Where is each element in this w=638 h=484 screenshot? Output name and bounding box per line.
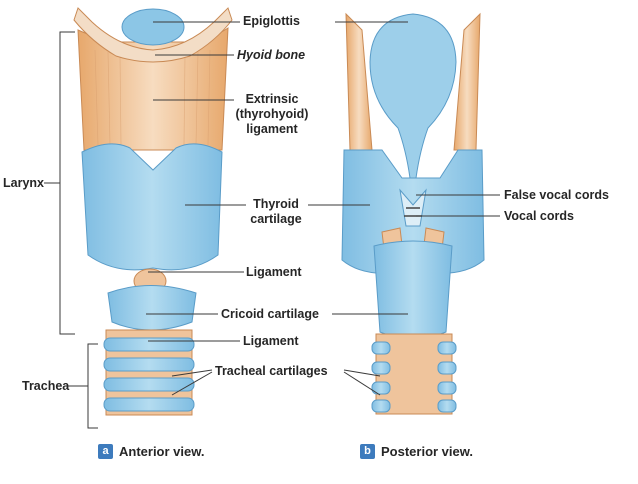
label-ligament-lower: Ligament — [243, 334, 299, 348]
label-vocal-cords: Vocal cords — [504, 209, 574, 223]
larynx-bracket — [59, 31, 75, 335]
label-false-vocal-cords: False vocal cords — [504, 188, 609, 202]
caption-anterior: a Anterior view. — [98, 444, 204, 459]
anterior-cricoid-cartilage — [107, 285, 197, 331]
posterior-view — [341, 12, 485, 415]
posterior-cricoid-cartilage — [373, 240, 453, 340]
trachea-bracket — [87, 343, 98, 429]
posterior-tracheal-cartilages — [371, 341, 457, 413]
anterior-hyoid-bone — [73, 7, 233, 63]
label-ligament-upper: Ligament — [246, 265, 302, 279]
label-trachea: Trachea — [22, 379, 70, 393]
label-extrinsic-line3: ligament — [246, 122, 298, 136]
label-tracheal-cartilages: Tracheal cartilages — [215, 364, 328, 378]
label-thyroid-line2: cartilage — [250, 212, 302, 226]
label-epiglottis: Epiglottis — [243, 14, 300, 28]
leader-lines — [146, 21, 500, 396]
label-extrinsic-ligament: Extrinsic (thyrohyoid) ligament — [230, 92, 314, 137]
caption-posterior-text: Posterior view. — [381, 444, 473, 459]
caption-posterior: b Posterior view. — [360, 444, 473, 459]
label-hyoid-bone: Hyoid bone — [237, 48, 306, 62]
label-cricoid-cartilage: Cricoid cartilage — [221, 307, 319, 321]
anterior-thyroid-cartilage — [81, 143, 223, 271]
label-thyroid-cartilage: Thyroid cartilage — [244, 197, 308, 227]
label-extrinsic-line1: Extrinsic — [245, 92, 299, 106]
label-larynx: Larynx — [3, 176, 44, 190]
label-thyroid-line1: Thyroid — [253, 197, 299, 211]
posterior-epiglottis — [369, 13, 457, 179]
posterior-thyrohyoid-membrane — [345, 12, 373, 151]
anterior-epiglottis — [121, 8, 185, 46]
caption-anterior-badge: a — [98, 444, 113, 459]
caption-posterior-badge: b — [360, 444, 375, 459]
anterior-view — [73, 7, 233, 416]
label-extrinsic-line2: (thyrohyoid) — [235, 107, 309, 121]
caption-anterior-text: Anterior view. — [119, 444, 205, 459]
anterior-tracheal-cartilages — [103, 337, 195, 412]
brackets — [44, 31, 98, 429]
